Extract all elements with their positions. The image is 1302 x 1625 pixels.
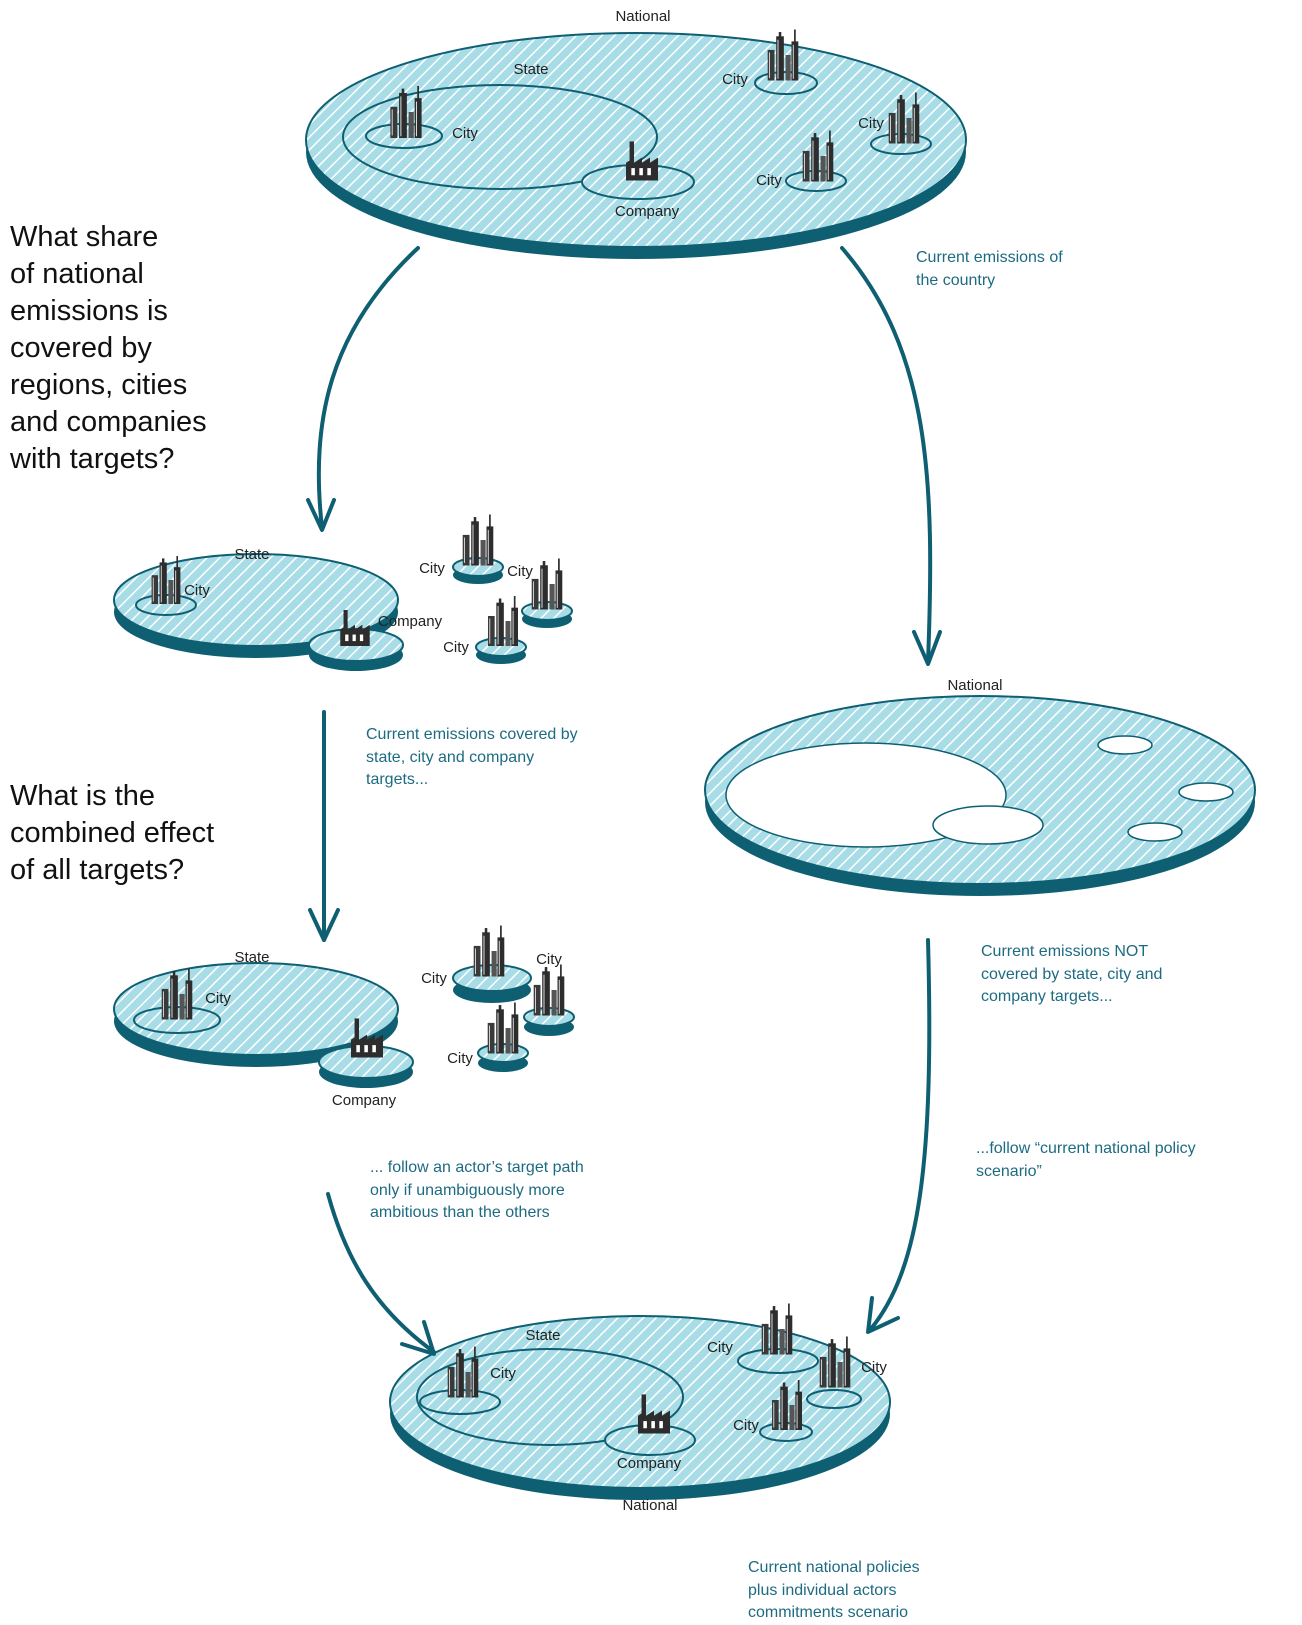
- question-line: combined effect: [10, 817, 215, 849]
- city-skyline-icon: [767, 29, 799, 81]
- question-line: with targets?: [10, 443, 175, 475]
- label-state: State: [234, 546, 269, 563]
- flow-arrow-icon: [308, 908, 340, 942]
- flow-arrow-icon: [316, 246, 420, 530]
- city-skyline-icon: [487, 1002, 519, 1054]
- question-line: What is the: [10, 780, 156, 812]
- flow-arrow-icon: [912, 630, 942, 666]
- target-path-group: State City Company City City City: [113, 925, 575, 1109]
- label-company: Company: [617, 1455, 682, 1472]
- city-skyline-icon: [473, 925, 505, 977]
- label-city: City: [707, 1339, 733, 1356]
- covered-actors-group: State City Company City City City: [113, 514, 573, 671]
- label-city: City: [536, 951, 562, 968]
- question-line: emissions is: [10, 295, 168, 327]
- flow-arrow-icon: [400, 1320, 436, 1356]
- label-state: State: [525, 1327, 560, 1344]
- annotation-current-emissions-country: Current emissions of the country: [916, 249, 1063, 289]
- city-skyline-icon: [531, 558, 563, 610]
- question-line: What share: [10, 221, 159, 253]
- city-skyline-icon: [488, 596, 518, 646]
- city-skyline-icon: [761, 1303, 793, 1355]
- label-city: City: [184, 582, 210, 599]
- annotation-not-covered: Current emissions NOT covered by state, …: [981, 943, 1163, 1005]
- flow-arrow-icon: [866, 1296, 900, 1334]
- national-disc-uncovered: National: [704, 677, 1256, 896]
- flow-arrow-icon: [868, 938, 932, 1332]
- annotation-covered-by-targets: Current emissions covered by state, city…: [366, 726, 578, 788]
- flow-arrow-icon: [306, 498, 336, 532]
- uncovered-hole-city: [1097, 735, 1153, 755]
- label-city: City: [205, 990, 231, 1007]
- label-company: Company: [378, 613, 443, 630]
- label-city: City: [421, 970, 447, 987]
- label-city: City: [861, 1359, 887, 1376]
- flow-arrows: [306, 246, 942, 1356]
- label-state: State: [513, 61, 548, 78]
- uncovered-hole-city: [1178, 782, 1234, 802]
- label-city: City: [419, 560, 445, 577]
- city-skyline-icon: [462, 514, 494, 566]
- label-city: City: [443, 639, 469, 656]
- national-disc-bottom: State City City City City Company Nation…: [389, 1303, 891, 1514]
- annotation-follow-target-path: ... follow an actor’s target path only i…: [370, 1159, 584, 1221]
- question-line: covered by: [10, 332, 152, 364]
- flow-arrow-icon: [326, 1192, 436, 1354]
- label-company: Company: [615, 203, 680, 220]
- label-city: City: [490, 1365, 516, 1382]
- label-national: National: [615, 8, 670, 25]
- city-skyline-icon: [533, 964, 565, 1016]
- label-city: City: [447, 1050, 473, 1067]
- state-region-bottom: [416, 1348, 684, 1446]
- national-disc-top: National State City City City City Compa…: [305, 8, 967, 259]
- question-line: regions, cities: [10, 369, 188, 401]
- label-city: City: [722, 71, 748, 88]
- label-national: National: [622, 1497, 677, 1514]
- uncovered-hole-company: [932, 805, 1044, 845]
- uncovered-hole-city: [1127, 822, 1183, 842]
- label-city: City: [756, 172, 782, 189]
- label-company: Company: [332, 1092, 397, 1109]
- annotation-follow-national-policy: ...follow “current national policy scena…: [976, 1140, 1196, 1180]
- question-share: What share of national emissions is cove…: [10, 219, 207, 478]
- question-combined: What is the combined effect of all targe…: [10, 778, 214, 889]
- label-city: City: [507, 563, 533, 580]
- label-national: National: [947, 677, 1002, 694]
- flow-arrow-icon: [840, 246, 933, 664]
- question-line: of all targets?: [10, 854, 185, 886]
- question-line: and companies: [10, 406, 207, 438]
- label-city: City: [733, 1417, 759, 1434]
- annotation-final-scenario: Current national policies plus individua…: [748, 1559, 920, 1621]
- label-city: City: [858, 115, 884, 132]
- label-city: City: [452, 125, 478, 142]
- label-state: State: [234, 949, 269, 966]
- question-line: of national: [10, 258, 144, 290]
